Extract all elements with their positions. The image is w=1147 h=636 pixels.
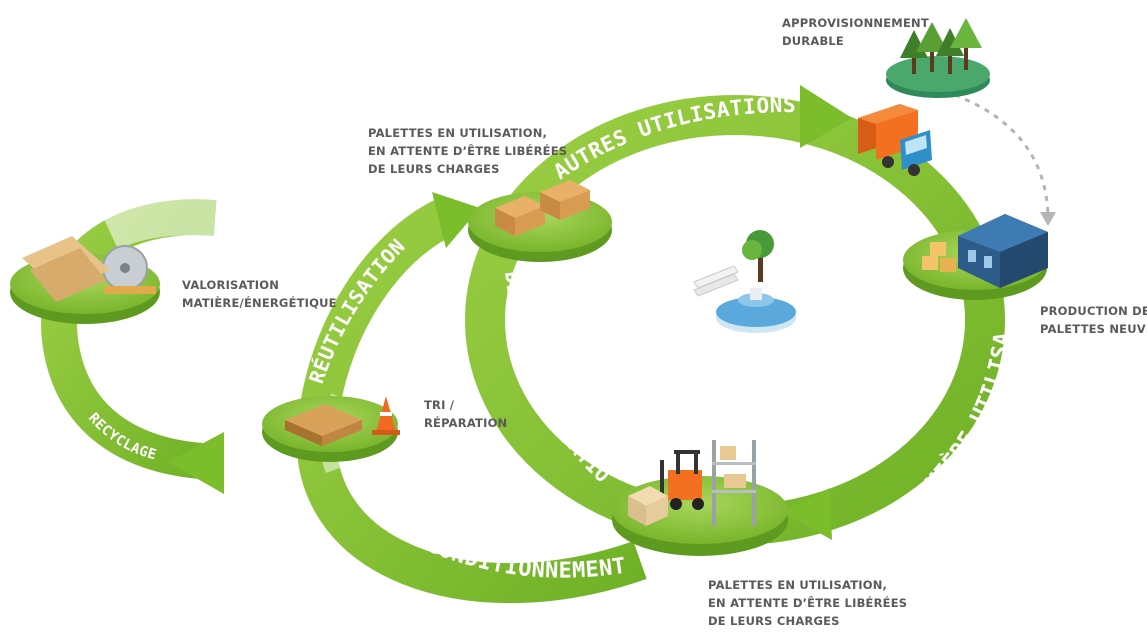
label-palettes-bottom: PALETTES EN UTILISATION, EN ATTENTE D’ÊT… [708, 578, 908, 628]
pallets-icon [495, 180, 590, 236]
forklift-platform [612, 440, 788, 556]
label-production: PRODUCTION DE PALETTES NEUVES [1040, 304, 1147, 336]
trees-platform [886, 18, 990, 98]
left-ring-fade [101, 197, 217, 250]
label-palettes-top: PALETTES EN UTILISATION, EN ATTENTE D’ÊT… [368, 126, 568, 176]
factory-platform [903, 214, 1048, 300]
arrowhead-autres [800, 85, 852, 148]
forklift-icon [660, 450, 704, 510]
dashed-supply-arrow [954, 93, 1050, 216]
park-scene [693, 230, 796, 333]
truck-icon [858, 104, 932, 176]
label-approvisionnement: APPROVISIONNEMENT DURABLE [782, 16, 929, 48]
arrowhead-recyclage [168, 432, 224, 494]
label-valorisation: VALORISATION MATIÈRE/ÉNERGÉTIQUE [182, 278, 337, 310]
dashed-arrowhead [1040, 212, 1056, 226]
arrowhead-reutilisation [432, 192, 480, 248]
fountain-icon [716, 288, 796, 333]
pallets-top-platform [468, 180, 612, 262]
sorting-platform [262, 396, 400, 462]
arrowhead-premiere [782, 488, 832, 540]
trees-icon [900, 18, 982, 74]
shelves-icon [712, 440, 756, 526]
saw-icon [102, 245, 148, 291]
wood-platform [10, 236, 160, 324]
boxes-icon [628, 486, 668, 526]
label-tri: TRI / RÉPARATION [424, 398, 508, 430]
bench-icon [693, 265, 739, 297]
warehouse-icon [958, 214, 1048, 288]
pallets-stack-icon [285, 404, 362, 446]
cone-icon [372, 396, 400, 435]
crates-icon [922, 242, 956, 272]
planks-icon [22, 236, 156, 302]
tree-icon [742, 230, 774, 282]
